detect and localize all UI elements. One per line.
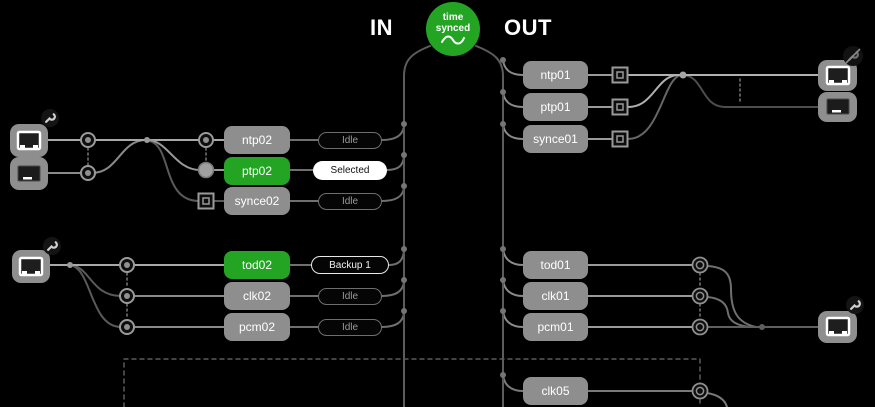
node-clk05[interactable]: clk05 [523,377,588,405]
node-clk01[interactable]: clk01 [523,282,588,310]
node-clk02[interactable]: clk02 [224,282,290,310]
device-input-display[interactable] [10,157,48,190]
junction-dots [67,57,765,378]
device-output-display[interactable] [818,92,857,122]
ethernet-port-icon [16,130,42,150]
status-pill-clk02[interactable]: Idle [318,288,382,305]
node-ptp01[interactable]: ptp01 [523,93,588,121]
device-output-port[interactable] [818,60,857,91]
device-output-port-2[interactable] [818,311,857,343]
ethernet-port-icon [825,65,850,85]
node-synce01[interactable]: synce01 [523,125,588,153]
out-heading: OUT [504,15,552,40]
node-ptp02[interactable]: ptp02 [224,157,290,185]
node-pcm01[interactable]: pcm01 [523,313,588,341]
connection-lines [47,45,820,407]
wrench-crossed-icon [843,46,863,66]
device-input-port[interactable] [10,124,48,157]
config-badge [846,296,864,319]
ring-connector[interactable] [80,132,214,335]
dashed-boundary [123,358,701,407]
node-tod02[interactable]: tod02 [224,251,290,279]
status-pill-tod02[interactable]: Backup 1 [311,256,389,274]
filled-connector[interactable] [197,161,215,179]
config-badge [43,237,61,260]
sine-wave-icon [441,35,465,45]
config-badge [41,109,59,132]
double-ring-connector[interactable] [691,256,709,400]
config-disabled-badge [842,45,864,72]
hub-title-line1: time [442,12,464,23]
wrench-icon [41,109,59,127]
time-synced-hub[interactable]: time synced [426,2,480,56]
status-pill-synce02[interactable]: Idle [318,193,382,210]
hub-title-line2: synced [435,23,471,34]
node-synce02[interactable]: synce02 [224,187,290,215]
node-ntp02[interactable]: ntp02 [224,126,290,154]
node-ntp01[interactable]: ntp01 [523,61,588,89]
square-connector[interactable] [197,66,629,210]
in-heading: IN [370,15,393,40]
ethernet-port-icon [825,316,850,337]
status-pill-ptp02[interactable]: Selected [313,161,387,180]
node-tod01[interactable]: tod01 [523,251,588,279]
device-input-port-2[interactable] [12,250,50,283]
status-pill-pcm02[interactable]: Idle [318,319,382,336]
monitor-icon [17,165,41,181]
monitor-icon [826,98,849,115]
wrench-icon [846,296,864,314]
status-pill-ntp02[interactable]: Idle [318,132,382,149]
wrench-icon [43,237,61,255]
ethernet-port-icon [18,256,44,276]
dashed-pair-links [87,78,741,320]
node-pcm02[interactable]: pcm02 [224,313,290,341]
